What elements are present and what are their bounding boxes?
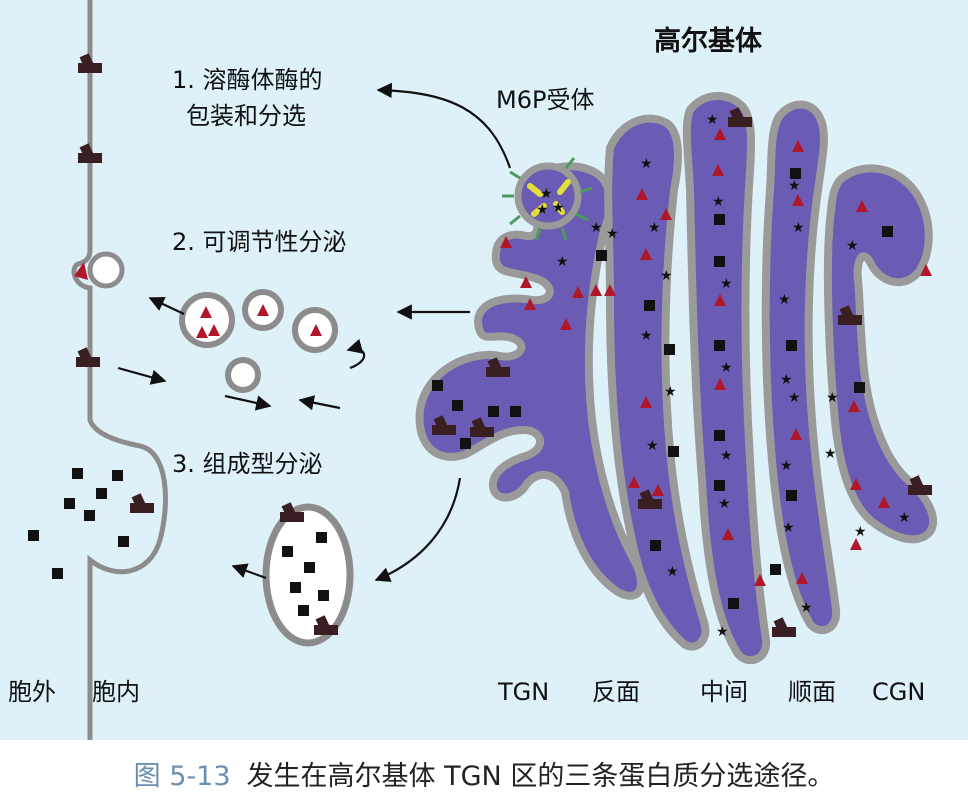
svg-text:★: ★ <box>788 178 801 194</box>
svg-text:★: ★ <box>824 446 837 462</box>
golgi-cargo: ★★★ ★★★ ★★★ ★★★ ★★★ ★★★ ★★★ ★★★ ★★★ ★★★ <box>432 107 932 640</box>
inside-label: 胞内 <box>92 678 140 706</box>
figure-number: 图 5-13 <box>133 761 231 792</box>
figure-caption: 图 5-13 发生在高尔基体 TGN 区的三条蛋白质分选途径。 <box>0 752 968 802</box>
svg-text:★: ★ <box>720 276 733 292</box>
trans-label: 反面 <box>592 678 640 706</box>
svg-text:★: ★ <box>706 112 719 128</box>
cis-label: 顺面 <box>788 678 836 706</box>
tgn-label: TGN <box>497 678 549 706</box>
medial-cisterna <box>682 91 771 665</box>
golgi-sorting-figure: ★★★ <box>0 0 968 740</box>
svg-text:★: ★ <box>788 390 801 406</box>
cis-cisterna <box>761 100 841 635</box>
svg-text:★: ★ <box>898 510 911 526</box>
pathway1-label-line2: 包装和分选 <box>186 102 306 130</box>
svg-text:★: ★ <box>552 200 565 216</box>
pathway3-label: 3. 组成型分泌 <box>172 450 323 478</box>
golgi-apparatus <box>415 91 938 665</box>
svg-text:★: ★ <box>606 226 619 242</box>
tgn-cisterna <box>415 162 645 600</box>
fusing-vesicle <box>87 251 125 289</box>
secreted-triangle-icon <box>74 262 88 280</box>
golgi-title: 高尔基体 <box>654 25 763 57</box>
svg-text:★: ★ <box>540 186 553 202</box>
svg-text:★: ★ <box>780 458 793 474</box>
pathway1-label-line1: 1. 溶酶体酶的 <box>172 66 323 94</box>
diagram-canvas: ★★★ <box>8 0 938 740</box>
m6p-vesicle: ★★★ <box>502 157 593 241</box>
svg-text:★: ★ <box>792 220 805 236</box>
svg-text:★: ★ <box>666 564 679 580</box>
svg-text:★: ★ <box>664 384 677 400</box>
plasma-membrane <box>71 0 168 740</box>
cgn-cisterna <box>823 164 938 544</box>
medial-label: 中间 <box>700 678 748 706</box>
constitutive-cargo <box>28 468 129 579</box>
constitutive-vesicle <box>262 502 354 647</box>
svg-text:★: ★ <box>854 524 867 540</box>
svg-text:★: ★ <box>640 328 653 344</box>
svg-text:★: ★ <box>640 156 653 172</box>
pathway-arrows <box>117 82 512 582</box>
svg-text:★: ★ <box>720 448 733 464</box>
svg-text:★: ★ <box>718 496 731 512</box>
svg-text:★: ★ <box>778 292 791 308</box>
outside-label: 胞外 <box>8 678 56 706</box>
svg-text:★: ★ <box>782 520 795 536</box>
pathway2-label: 2. 可调节性分泌 <box>172 228 347 256</box>
svg-text:★: ★ <box>712 194 725 210</box>
svg-text:★: ★ <box>646 438 659 454</box>
svg-text:★: ★ <box>720 360 733 376</box>
svg-text:★: ★ <box>590 220 603 236</box>
svg-text:★: ★ <box>826 390 839 406</box>
svg-text:★: ★ <box>716 624 729 640</box>
svg-text:★: ★ <box>648 220 661 236</box>
svg-text:★: ★ <box>846 238 859 254</box>
svg-text:★: ★ <box>556 254 569 270</box>
svg-text:★: ★ <box>780 372 793 388</box>
regulated-vesicles <box>179 289 338 393</box>
trans-cisterna <box>604 114 710 651</box>
caption-text: 发生在高尔基体 TGN 区的三条蛋白质分选途径。 <box>246 761 835 792</box>
vesicle-receptor-icon <box>130 493 154 513</box>
cgn-label: CGN <box>872 678 925 706</box>
svg-text:★: ★ <box>660 268 673 284</box>
m6p-receptor-label: M6P受体 <box>496 86 594 114</box>
svg-text:★: ★ <box>800 600 813 616</box>
svg-text:★: ★ <box>536 202 549 218</box>
